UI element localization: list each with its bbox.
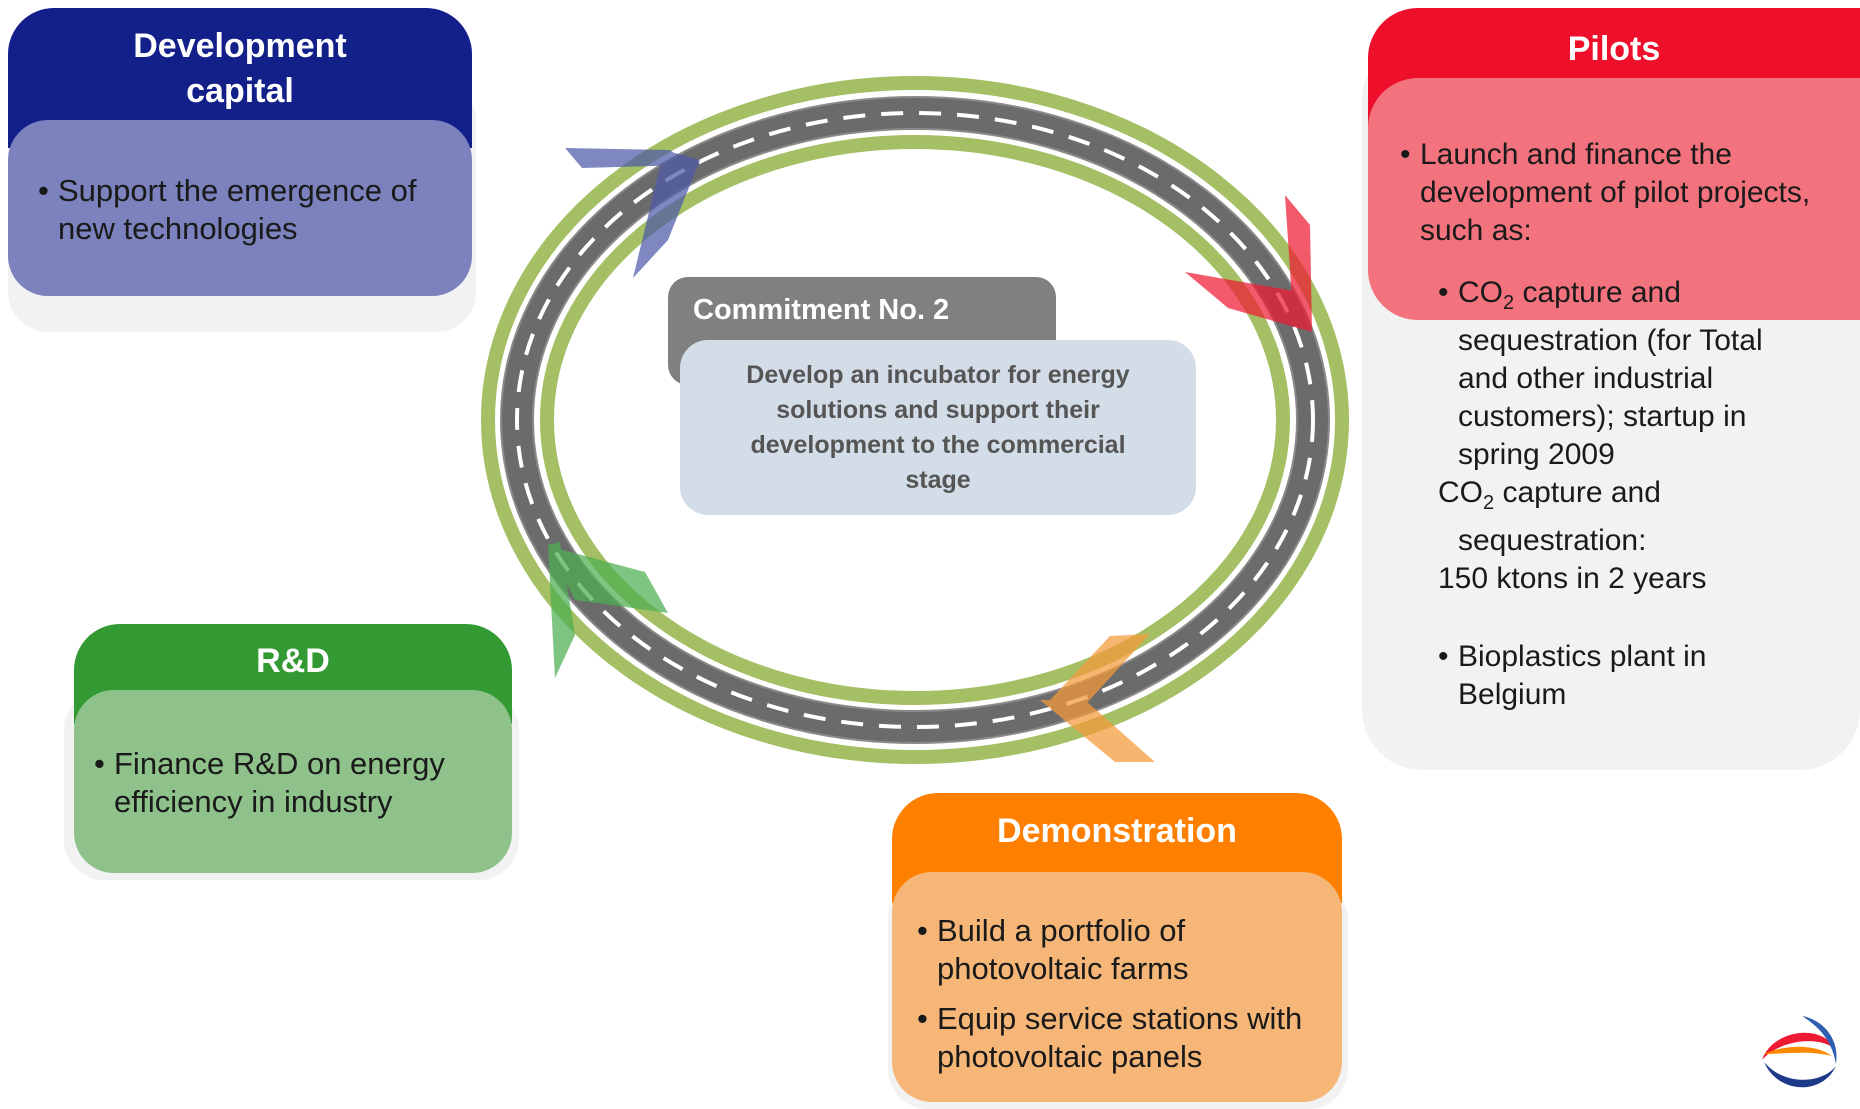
pilots-co2b-rest: capture and sequestration: <box>1458 476 1661 557</box>
demo-title: Demonstration <box>997 812 1237 850</box>
pilots-content: Launch and finance the development of pi… <box>1400 136 1840 714</box>
road-ring <box>500 96 1330 744</box>
commitment-title: Commitment No. 2 <box>693 294 950 326</box>
pilots-title: Pilots <box>1567 30 1661 68</box>
demo-body: Build a portfolio of photovoltaic farms … <box>892 872 1342 1102</box>
demo-bullet-2: Equip service stations with photovoltaic… <box>917 1000 1327 1076</box>
inner-green-ring <box>540 135 1290 705</box>
orange-arrow-icon <box>1040 634 1155 762</box>
dev-capital-title-line1: Development <box>133 27 347 65</box>
pilots-co2-sub: 2 <box>1503 292 1515 314</box>
commitment-body: Develop an incubator for energy solution… <box>680 340 1196 515</box>
dev-capital-title-line2: capital <box>186 72 294 110</box>
pilots-co2b-line2: 150 ktons in 2 years <box>1438 562 1707 595</box>
pilots-co2-rest: capture and sequestration (for Total and… <box>1458 276 1763 471</box>
commitment-text: Develop an incubator for energy solution… <box>746 361 1130 494</box>
outer-green-ring <box>481 76 1349 764</box>
red-arrow-icon <box>1185 195 1312 332</box>
rd-body: Finance R&D on energy efficiency in indu… <box>74 690 512 873</box>
pilots-co2-bullet: CO2 capture and sequestration (for Total… <box>1438 274 1818 598</box>
pilots-bioplastics-bullet: Bioplastics plant in Belgium <box>1438 638 1818 714</box>
pilots-intro-bullet: Launch and finance the development of pi… <box>1400 136 1840 250</box>
demo-bullet-1: Build a portfolio of photovoltaic farms <box>917 912 1327 988</box>
rd-title: R&D <box>256 642 330 680</box>
total-logo-icon <box>1756 1014 1840 1098</box>
pilots-co2b-a: CO <box>1438 476 1483 509</box>
pilots-co2b-sub: 2 <box>1483 492 1495 514</box>
rd-bullet-1: Finance R&D on energy efficiency in indu… <box>94 745 504 821</box>
pilots-co2-a: CO <box>1458 276 1503 309</box>
blue-arrow-icon <box>565 148 700 278</box>
dev-capital-body: Support the emergence of new technologie… <box>8 120 472 296</box>
dev-capital-bullet-1: Support the emergence of new technologie… <box>38 172 458 248</box>
green-arrow-icon <box>548 542 668 678</box>
